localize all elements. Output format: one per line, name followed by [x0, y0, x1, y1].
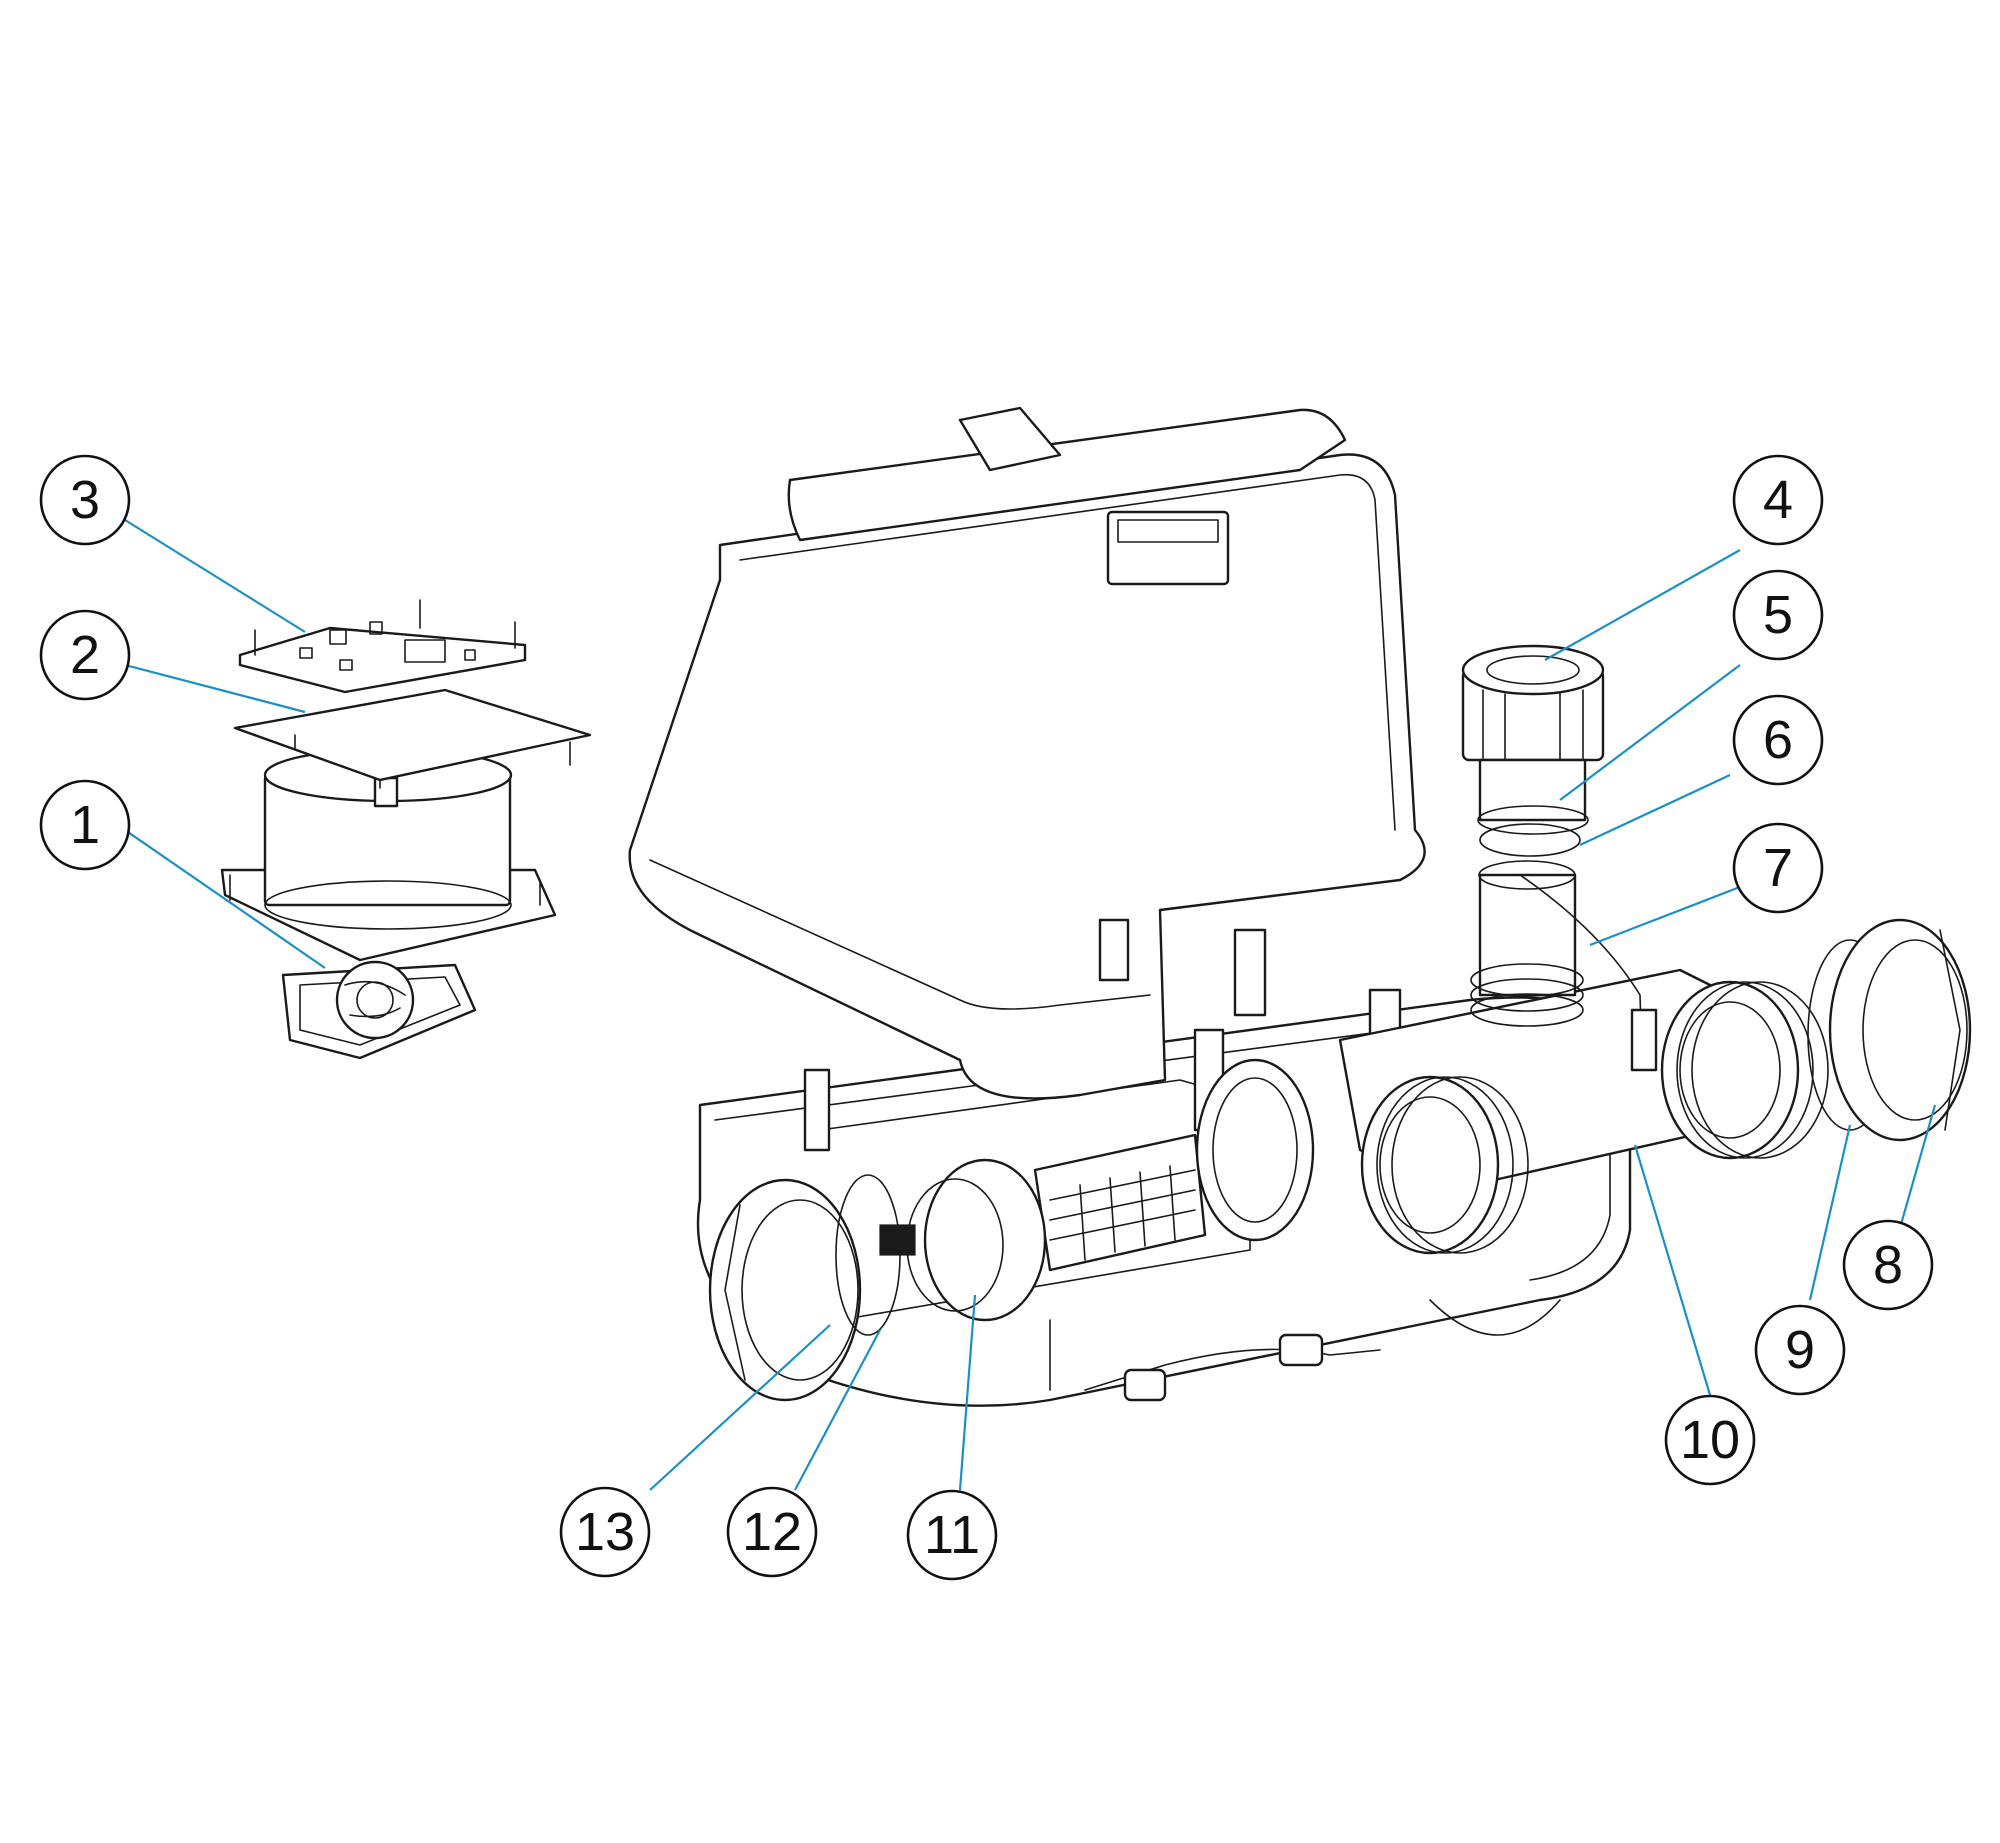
leader-6 — [1579, 774, 1731, 846]
svg-text:3: 3 — [70, 470, 100, 530]
leader-1 — [124, 829, 326, 969]
svg-text:11: 11 — [924, 1505, 980, 1565]
svg-text:1: 1 — [70, 795, 100, 855]
callout-2: 2 — [39, 609, 131, 701]
svg-text:13: 13 — [575, 1502, 635, 1562]
callout-8: 8 — [1842, 1219, 1934, 1311]
leader-9 — [1808, 1124, 1852, 1301]
leader-12 — [794, 1329, 881, 1491]
part-4-top-nut — [1461, 644, 1605, 762]
callout-1: 1 — [39, 779, 131, 871]
leader-2 — [124, 663, 306, 714]
callout-12: 12 — [726, 1486, 818, 1578]
callout-3: 3 — [39, 454, 131, 546]
housing-lid — [628, 406, 1426, 1100]
callout-7: 7 — [1732, 822, 1824, 914]
callout-6: 6 — [1732, 694, 1824, 786]
part-1-fan — [281, 960, 477, 1060]
callout-11: 11 — [906, 1489, 998, 1581]
part-10-manifold — [1195, 968, 1829, 1255]
callout-5: 5 — [1732, 569, 1824, 661]
svg-text:2: 2 — [70, 625, 100, 685]
part-12-o-ring-left — [835, 1174, 901, 1336]
leader-lines — [124, 519, 1937, 1491]
leader-8 — [1898, 1104, 1937, 1229]
callout-13: 13 — [559, 1486, 651, 1578]
part-7-sensor-port — [1470, 860, 1658, 1072]
part-6-o-ring-top — [1479, 823, 1581, 857]
leader-10 — [1633, 1144, 1712, 1396]
svg-text:12: 12 — [742, 1502, 802, 1562]
leader-7 — [1589, 883, 1746, 947]
svg-text:8: 8 — [1873, 1235, 1903, 1295]
part-5-adapter — [1477, 758, 1589, 835]
svg-text:9: 9 — [1785, 1320, 1815, 1380]
cable — [1084, 1333, 1381, 1402]
leader-5 — [1559, 664, 1741, 801]
leader-11 — [958, 1294, 977, 1491]
part-2-plate — [233, 688, 592, 789]
callout-10: 10 — [1664, 1394, 1756, 1486]
leader-13 — [649, 1324, 831, 1491]
leader-3 — [124, 519, 306, 633]
part-8-union-nut-right — [1828, 918, 1972, 1142]
leader-4 — [1544, 549, 1741, 661]
svg-text:6: 6 — [1763, 710, 1793, 770]
part-13-union-nut-left — [708, 1178, 862, 1402]
part-11-cell — [879, 1133, 1207, 1322]
callout-4: 4 — [1732, 454, 1824, 546]
svg-text:7: 7 — [1763, 838, 1793, 898]
svg-text:4: 4 — [1763, 470, 1793, 530]
svg-text:5: 5 — [1763, 585, 1793, 645]
callout-9: 9 — [1754, 1304, 1846, 1396]
svg-text:10: 10 — [1680, 1410, 1740, 1470]
transformer-assembly — [220, 747, 557, 962]
part-3-pcb — [238, 599, 527, 694]
